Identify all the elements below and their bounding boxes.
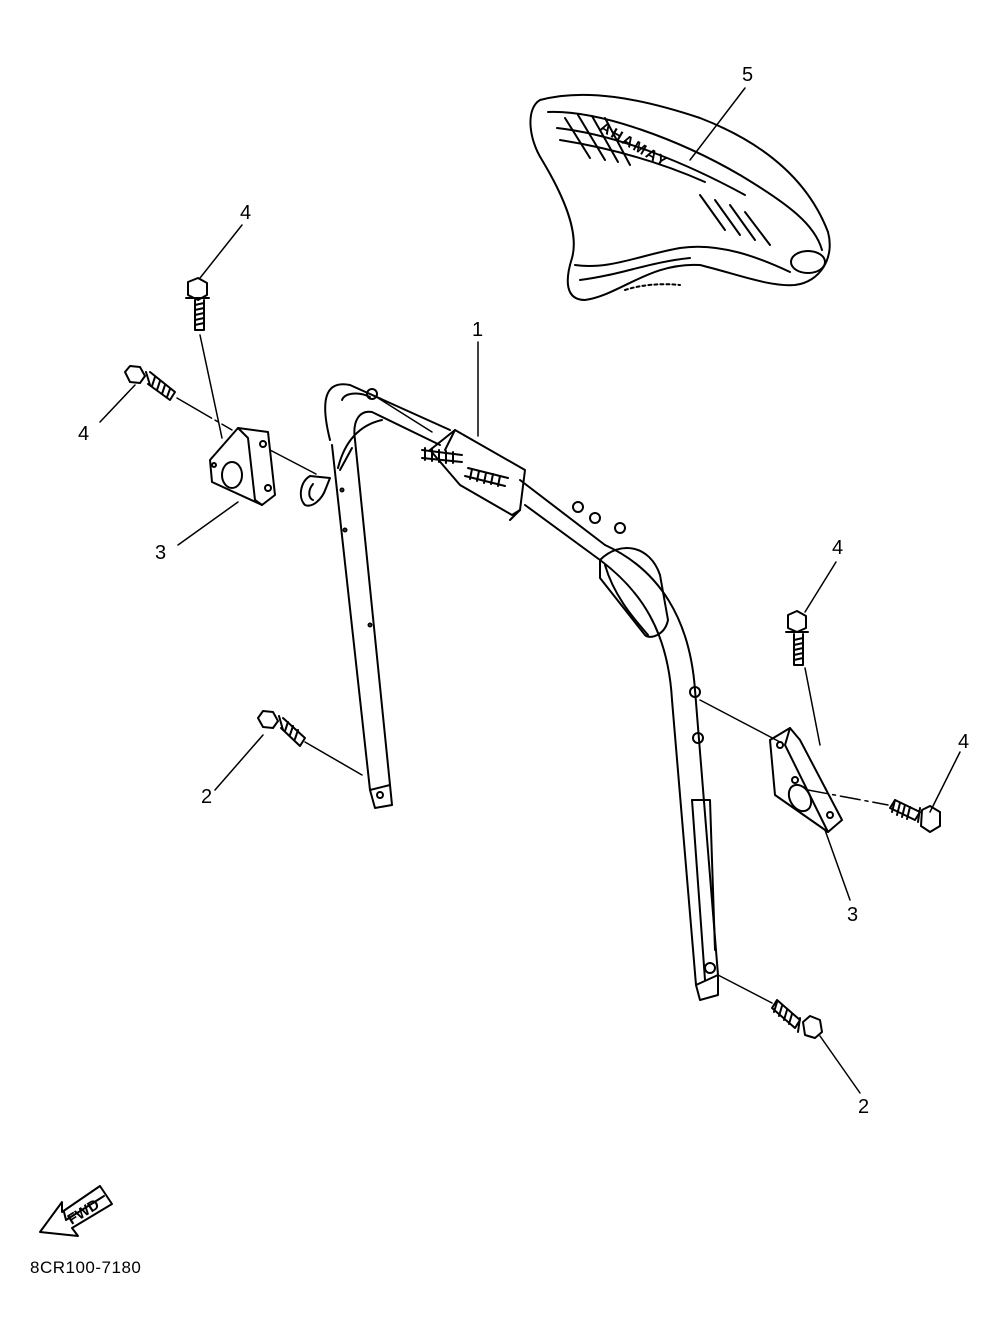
callout-bracket-left: 3	[155, 542, 167, 564]
seat-part	[529, 93, 831, 301]
bolt-right-lower	[889, 799, 941, 833]
callout-seat: 5	[742, 64, 754, 86]
assembly-lines	[176, 334, 889, 1004]
fwd-arrow-icon	[39, 1185, 113, 1237]
leader-lines	[99, 87, 961, 1094]
callout-bolt-right-lower: 4	[958, 731, 970, 753]
frame-part	[324, 383, 719, 1001]
d-ring-part	[299, 475, 331, 507]
callout-bolt-right-bottom: 2	[858, 1096, 870, 1118]
bolt-left-bottom	[257, 710, 306, 747]
bracket-left-part	[209, 427, 276, 506]
bolt-right-upper	[785, 610, 809, 666]
callout-bracket-right: 3	[847, 904, 859, 926]
bolt-top-left-lower	[124, 365, 176, 401]
seat-logo: YAMAHA	[595, 118, 670, 171]
drawing-code: 8CR100-7180	[30, 1258, 142, 1277]
callout-bolt-top-left-lower: 4	[78, 423, 90, 445]
bracket-right-part	[769, 727, 843, 833]
bolt-top-left-upper	[185, 277, 210, 331]
callout-bolt-left-bottom: 2	[201, 786, 213, 808]
callout-frame: 1	[472, 319, 484, 341]
callout-bolt-right-upper: 4	[832, 537, 844, 559]
callout-bolt-top-left-upper: 4	[240, 202, 252, 224]
bolt-right-bottom	[771, 999, 823, 1039]
